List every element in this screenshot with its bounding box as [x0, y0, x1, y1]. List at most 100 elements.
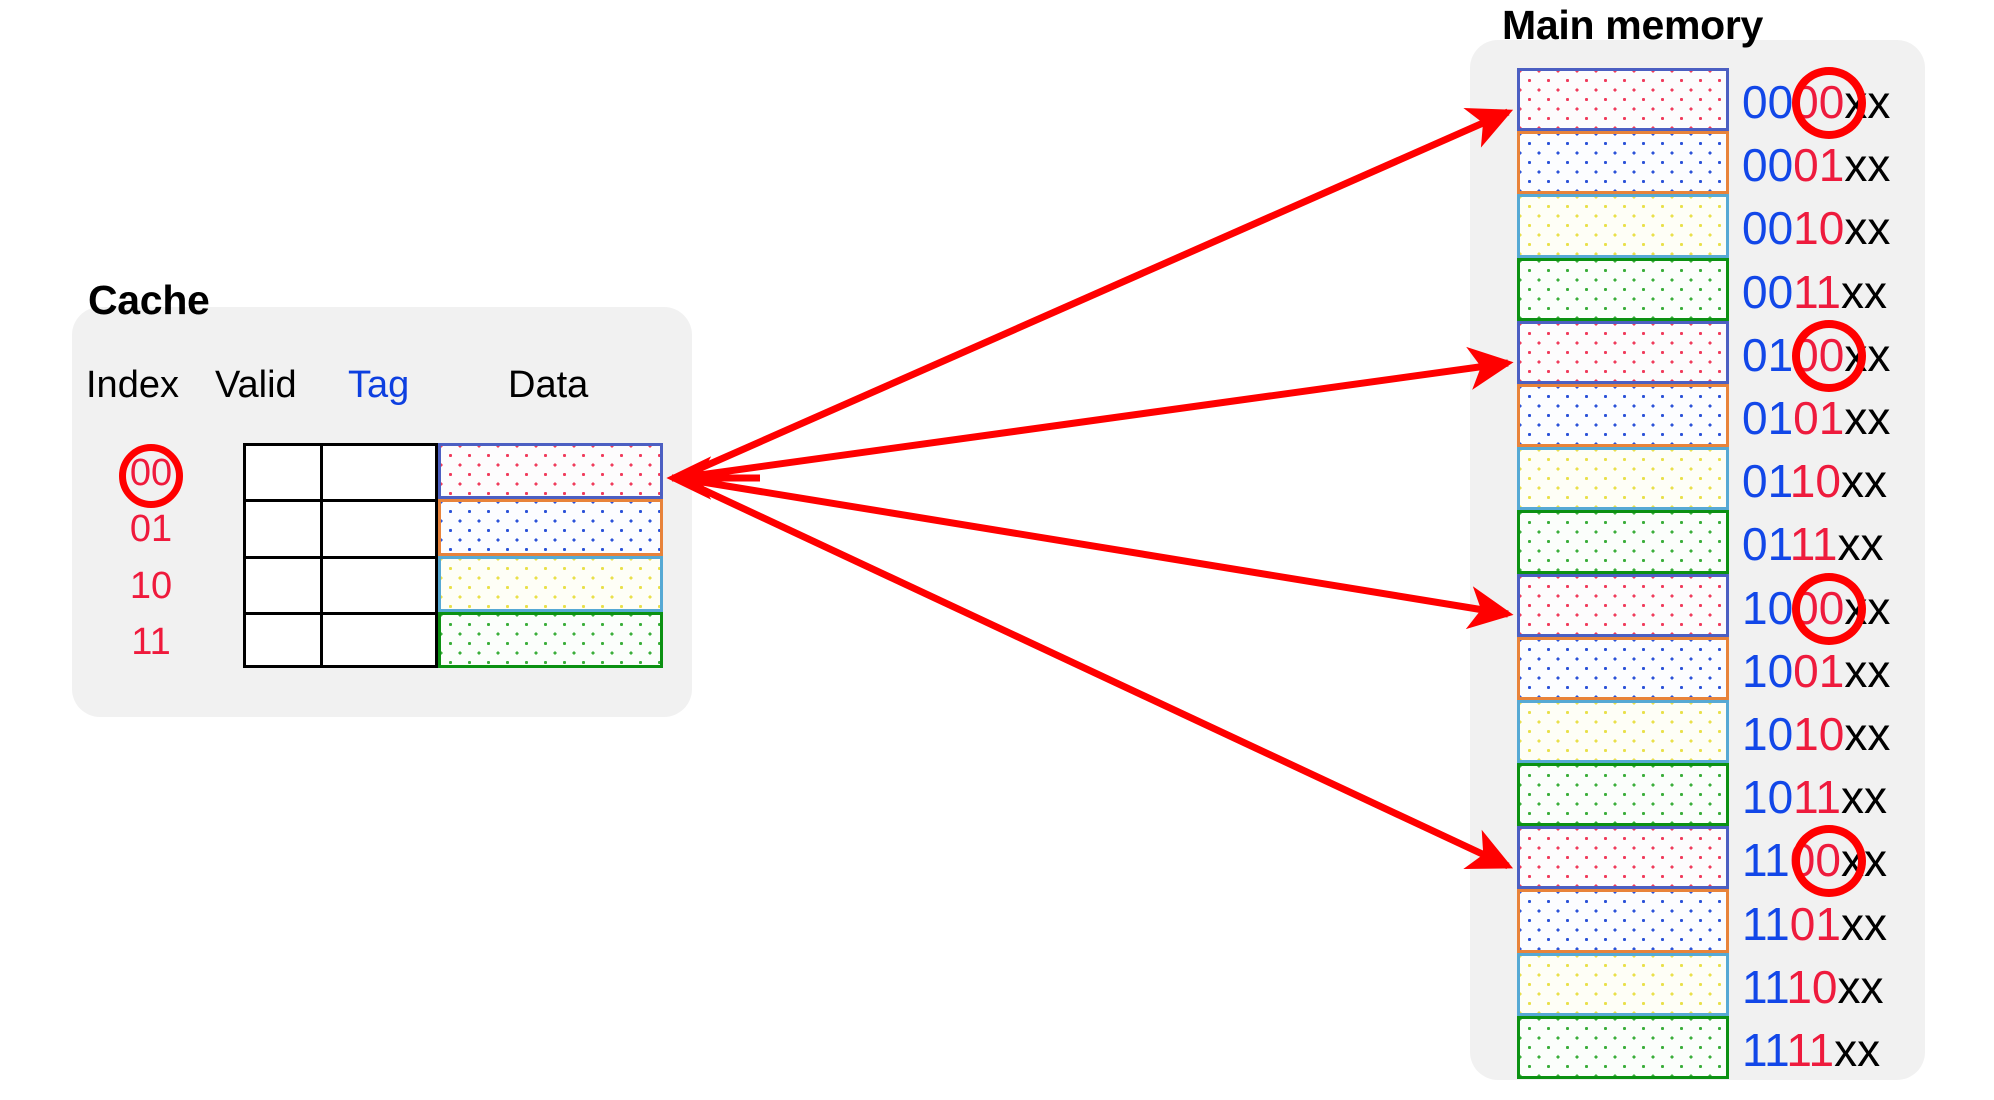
cache-row[interactable]	[243, 555, 663, 612]
address-index-bits: 10	[1793, 708, 1845, 760]
address-index-bits: 11	[1793, 771, 1841, 824]
address-offset-bits: xx	[1834, 1024, 1881, 1076]
memory-block[interactable]	[1517, 68, 1729, 132]
address-tag-bits: 00	[1742, 139, 1794, 192]
memory-address-label: 1111xx	[1742, 1027, 1992, 1073]
memory-block[interactable]	[1517, 636, 1729, 700]
address-offset-bits: xx	[1844, 581, 1891, 634]
address-offset-bits: xx	[1844, 139, 1891, 192]
address-tag-bits: 11	[1742, 897, 1790, 950]
cache-index-value: 11	[131, 620, 171, 663]
address-index-bits: 10	[1789, 455, 1841, 508]
memory-address-label: 0000xx	[1742, 67, 1992, 139]
memory-block[interactable]	[1517, 320, 1729, 384]
address-tag-bits: 10	[1742, 581, 1794, 634]
cache-valid-cell[interactable]	[243, 499, 320, 556]
address-index-bits: 10	[1786, 960, 1838, 1013]
cache-valid-cell[interactable]	[243, 611, 320, 668]
main-memory-title: Main memory	[1502, 2, 1763, 48]
memory-block[interactable]	[1517, 257, 1729, 321]
address-offset-bits: xx	[1840, 897, 1887, 950]
cache-table	[243, 443, 663, 668]
memory-block[interactable]	[1517, 194, 1729, 258]
cache-data-cell[interactable]	[438, 443, 663, 500]
address-tag-bits: 11	[1742, 1024, 1787, 1076]
cache-index-label-01: 01	[86, 510, 216, 548]
memory-address-label: 1001xx	[1742, 648, 1992, 694]
memory-block[interactable]	[1517, 383, 1729, 448]
memory-block[interactable]	[1517, 699, 1729, 764]
cache-index-label-00: 00	[86, 444, 216, 508]
arrow-to-0100xx	[677, 346, 1514, 482]
memory-block[interactable]	[1517, 131, 1729, 195]
memory-block[interactable]	[1517, 510, 1729, 574]
address-tag-bits: 01	[1742, 392, 1794, 444]
address-tag-bits: 01	[1742, 328, 1794, 381]
cache-header-tag: Tag	[348, 364, 410, 406]
address-index-bits: 00	[1789, 834, 1841, 887]
cache-header-index: Index	[86, 364, 179, 406]
address-offset-bits: xx	[1844, 644, 1891, 697]
address-tag-bits: 00	[1742, 202, 1794, 255]
cache-valid-cell[interactable]	[243, 555, 320, 612]
cache-data-cell[interactable]	[438, 499, 663, 556]
memory-address-label: 1011xx	[1742, 774, 1992, 820]
cache-data-cell[interactable]	[438, 555, 663, 612]
arrow-to-0000xx	[676, 107, 1514, 482]
cache-tag-cell[interactable]	[320, 443, 438, 500]
cache-header-valid: Valid	[215, 364, 297, 406]
cache-tag-cell[interactable]	[320, 499, 438, 556]
address-index-bits: 01	[1793, 139, 1845, 192]
memory-address-label: 1000xx	[1742, 572, 1992, 645]
memory-block[interactable]	[1517, 573, 1729, 637]
cache-tag-cell[interactable]	[320, 611, 438, 668]
address-tag-bits: 00	[1742, 265, 1794, 318]
address-tag-bits: 11	[1742, 960, 1787, 1013]
memory-block[interactable]	[1517, 763, 1729, 827]
address-offset-bits: xx	[1837, 518, 1884, 571]
memory-block[interactable]	[1517, 952, 1729, 1016]
memory-block-column	[1517, 68, 1729, 1079]
memory-block[interactable]	[1517, 1015, 1729, 1079]
memory-block[interactable]	[1517, 889, 1729, 953]
address-index-bits: 00	[1793, 76, 1845, 128]
address-offset-bits: xx	[1840, 455, 1887, 508]
memory-address-label: 1100xx	[1742, 825, 1992, 898]
address-index-bits: 11	[1793, 265, 1841, 318]
cache-valid-cell[interactable]	[243, 443, 320, 500]
address-index-bits: 01	[1793, 392, 1845, 444]
address-tag-bits: 11	[1742, 834, 1790, 887]
address-offset-bits: xx	[1844, 708, 1891, 760]
cache-row[interactable]	[243, 611, 663, 668]
memory-address-label: 0011xx	[1742, 269, 1992, 315]
arrow-to-1100xx	[676, 474, 1514, 870]
address-index-bits: 01	[1793, 644, 1845, 697]
arrow-to-1000xx	[677, 474, 1514, 630]
memory-address-label: 1010xx	[1742, 711, 1992, 757]
memory-address-label: 1110xx	[1742, 964, 1992, 1010]
memory-address-label: 0110xx	[1742, 458, 1992, 504]
cache-row[interactable]	[243, 499, 663, 556]
address-tag-bits: 01	[1742, 518, 1790, 571]
address-index-bits: 11	[1786, 1024, 1835, 1076]
cache-row[interactable]	[243, 443, 663, 500]
address-tag-bits: 10	[1742, 644, 1794, 697]
address-index-bits: 01	[1789, 897, 1841, 950]
cache-header-data: Data	[508, 364, 589, 406]
cache-tag-cell[interactable]	[320, 555, 438, 612]
cache-data-cell[interactable]	[438, 611, 663, 668]
address-offset-bits: xx	[1844, 392, 1891, 444]
address-index-bits: 10	[1793, 202, 1845, 255]
memory-block[interactable]	[1517, 447, 1729, 511]
address-offset-bits: xx	[1837, 960, 1884, 1013]
cache-index-value: 01	[129, 508, 173, 551]
cache-index-label-11: 11	[86, 623, 216, 661]
memory-block[interactable]	[1517, 826, 1729, 890]
memory-address-label: 0111xx	[1742, 521, 1992, 567]
address-tag-bits: 00	[1742, 76, 1794, 128]
address-offset-bits: xx	[1840, 265, 1887, 318]
address-tag-bits: 10	[1742, 708, 1794, 760]
address-tag-bits: 10	[1742, 771, 1794, 824]
memory-address-label: 1101xx	[1742, 901, 1992, 947]
address-offset-bits: xx	[1844, 202, 1891, 255]
